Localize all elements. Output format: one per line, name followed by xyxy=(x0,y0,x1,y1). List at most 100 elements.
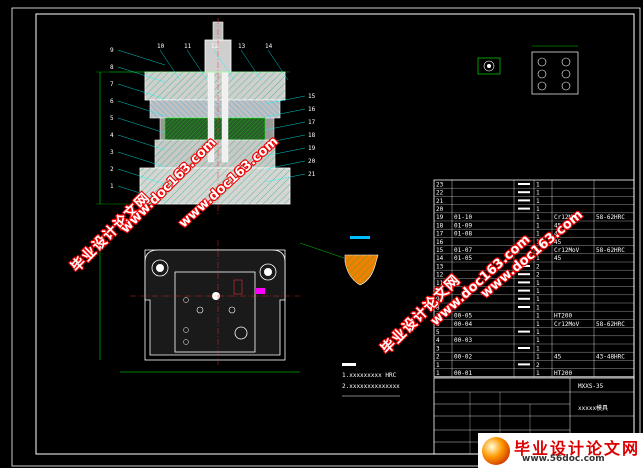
bom-cell-mat: 45 xyxy=(554,239,562,246)
blank-leader xyxy=(299,242,345,259)
bom-name-bar xyxy=(518,199,530,202)
bom-cell-code: 00-01 xyxy=(454,370,472,377)
bom-cell-qty: 1 xyxy=(536,345,540,352)
plan-die-outline xyxy=(174,271,256,353)
bom-cell-qty: 1 xyxy=(536,190,540,197)
callout-leader-left xyxy=(117,83,166,100)
bom-cell-no: 11 xyxy=(436,280,444,287)
bom-cell-note: 43-48HRC xyxy=(596,354,625,361)
callout-leader-left xyxy=(117,117,166,134)
bom-cell-qty: 2 xyxy=(536,362,540,369)
callout-leader-top xyxy=(159,49,181,81)
callout-leader-left xyxy=(117,66,166,83)
part-hole-4 xyxy=(561,57,571,67)
outer-frame xyxy=(11,7,641,467)
callout-leader-right xyxy=(264,108,306,118)
callout-leader-right xyxy=(264,160,306,170)
bom-name-bar xyxy=(518,240,530,243)
bom-cell-qty: 1 xyxy=(536,329,540,336)
bom-cell-no: 16 xyxy=(436,239,444,246)
lower-plate-hatch xyxy=(140,168,290,204)
plan-guide-hole-2 xyxy=(259,263,277,281)
plan-view xyxy=(99,240,300,373)
bom-cell-qty: 1 xyxy=(536,255,540,262)
callout-leader-left xyxy=(117,168,166,185)
part-hole-5 xyxy=(561,69,571,79)
bom-cell-no: 20 xyxy=(436,206,444,213)
bom-name-bar xyxy=(518,330,530,333)
title-name: xxxxx模具 xyxy=(578,404,608,412)
bom-cell-mat: 45 xyxy=(554,255,562,262)
bom-cell-no: 6 xyxy=(436,321,440,328)
bom-name-bar xyxy=(518,183,530,185)
bom-name-bar xyxy=(518,273,530,276)
part-hole-1 xyxy=(537,57,547,67)
bom-cell-mat: 45 xyxy=(554,231,562,238)
callout-label-top: 13 xyxy=(238,43,246,50)
callout-label-right: 21 xyxy=(308,171,316,178)
plan-guide-hole-2-core xyxy=(264,268,272,276)
plan-hole-a xyxy=(196,306,204,314)
tech-note-2: 2.xxxxxxxxxxxxxx xyxy=(342,383,400,390)
callout-label-right: 15 xyxy=(308,93,316,100)
bom-cell-code: 00-04 xyxy=(454,321,472,328)
assembly-section-view xyxy=(96,18,291,215)
bom-cell-note: 58-62HRC xyxy=(596,247,625,254)
callout-leader-left xyxy=(117,151,166,168)
bom-cell-code: 01-05 xyxy=(454,255,472,262)
callout-leader-right xyxy=(264,173,306,183)
plan-magenta-mark xyxy=(255,288,265,294)
callout-label-left: 8 xyxy=(110,64,114,71)
bom-cell-qty: 2 xyxy=(536,272,540,279)
bom-cell-qty: 1 xyxy=(536,206,540,213)
bom-cell-qty: 1 xyxy=(536,247,540,254)
callout-label-right: 19 xyxy=(308,145,316,152)
bom-cell-no: 13 xyxy=(436,263,444,270)
bom-cell-no: 18 xyxy=(436,222,444,229)
bom-name-bar xyxy=(518,207,530,210)
part-small-outline xyxy=(477,57,501,75)
callout-label-right: 17 xyxy=(308,119,316,126)
callout-label-right: 20 xyxy=(308,158,316,165)
bom-cell-mat: 45 xyxy=(554,354,562,361)
bom-cell-no: 1 xyxy=(436,370,440,377)
bom-cell-qty: 1 xyxy=(536,198,540,205)
bom-cell-qty: 1 xyxy=(536,337,540,344)
plan-screw-3 xyxy=(183,297,189,303)
plan-red-mark xyxy=(233,279,243,295)
callout-label-left: 4 xyxy=(110,132,114,139)
bom-cell-qty: 1 xyxy=(536,304,540,311)
notes-heading-bar xyxy=(342,363,356,366)
bom-cell-no: 2 xyxy=(436,354,440,361)
bom-cell-code: 01-09 xyxy=(454,222,472,229)
callout-label-top: 12 xyxy=(211,43,219,50)
upper-plate-hatch xyxy=(145,72,285,100)
bom-cell-no: 17 xyxy=(436,231,444,238)
bom-cell-no: 15 xyxy=(436,247,444,254)
bom-cell-qty: 1 xyxy=(536,370,540,377)
site-logo[interactable]: 毕业设计论文网 www.56doc.com xyxy=(478,433,643,468)
bom-cell-qty: 1 xyxy=(536,231,540,238)
bom-cell-mat: HT200 xyxy=(554,313,572,320)
bom-cell-note: 58-62HRC xyxy=(596,214,625,221)
bom-cell-no: 23 xyxy=(436,181,444,188)
plan-guide-hole-1-core xyxy=(156,264,164,272)
bom-cell-mat: HT200 xyxy=(554,370,572,377)
part-hole-6 xyxy=(561,81,571,91)
bom-cell-qty: 1 xyxy=(536,280,540,287)
plan-guide-hole-1 xyxy=(151,259,169,277)
bom-cell-mat: 45 xyxy=(554,222,562,229)
logo-url: www.56doc.com xyxy=(522,454,605,464)
callout-leader-right xyxy=(264,95,306,105)
stripper-hatch xyxy=(165,118,265,140)
callout-leader-left xyxy=(117,49,166,66)
tech-notes: 1.xxxxxxxxx HRC 2.xxxxxxxxxxxxxx xyxy=(342,363,400,397)
bom-cell-no: 21 xyxy=(436,198,444,205)
bom-cell-code: 01-08 xyxy=(454,231,472,238)
bom-cell-no: 1 xyxy=(436,362,440,369)
bom-cell-no: 12 xyxy=(436,272,444,279)
